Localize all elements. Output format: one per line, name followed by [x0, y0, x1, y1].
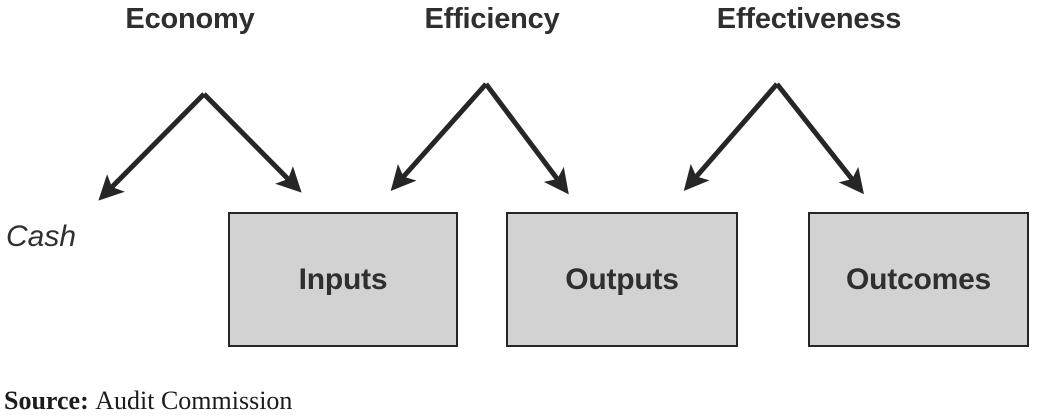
source-caption: Source: Audit Commission [4, 386, 292, 416]
source-label: Source: [4, 386, 89, 415]
heading-economy: Economy [125, 3, 255, 35]
efficiency-arrow-pair [390, 82, 569, 195]
arrow-economy-to-cash [98, 92, 206, 201]
box-inputs: Inputs [228, 212, 458, 347]
heading-efficiency: Efficiency [424, 3, 560, 35]
cash-label: Cash [6, 220, 77, 253]
box-outputs: Outputs [506, 212, 738, 347]
arrow-economy-to-inputs [202, 92, 302, 193]
arrow-efficiency-to-inputs [390, 82, 488, 191]
box-outcomes-label: Outcomes [845, 262, 992, 296]
source-value: Audit Commission [95, 386, 293, 415]
arrow-effectiveness-to-outcomes [775, 82, 864, 195]
effectiveness-arrow-pair [683, 82, 864, 195]
heading-effectiveness: Effectiveness [716, 3, 902, 35]
box-outcomes: Outcomes [808, 212, 1029, 347]
economy-arrow-pair [98, 92, 302, 201]
arrow-effectiveness-to-outputs [683, 82, 779, 192]
box-outputs-label: Outputs [565, 262, 679, 296]
box-inputs-label: Inputs [298, 262, 388, 296]
arrow-efficiency-to-outputs [484, 82, 569, 195]
